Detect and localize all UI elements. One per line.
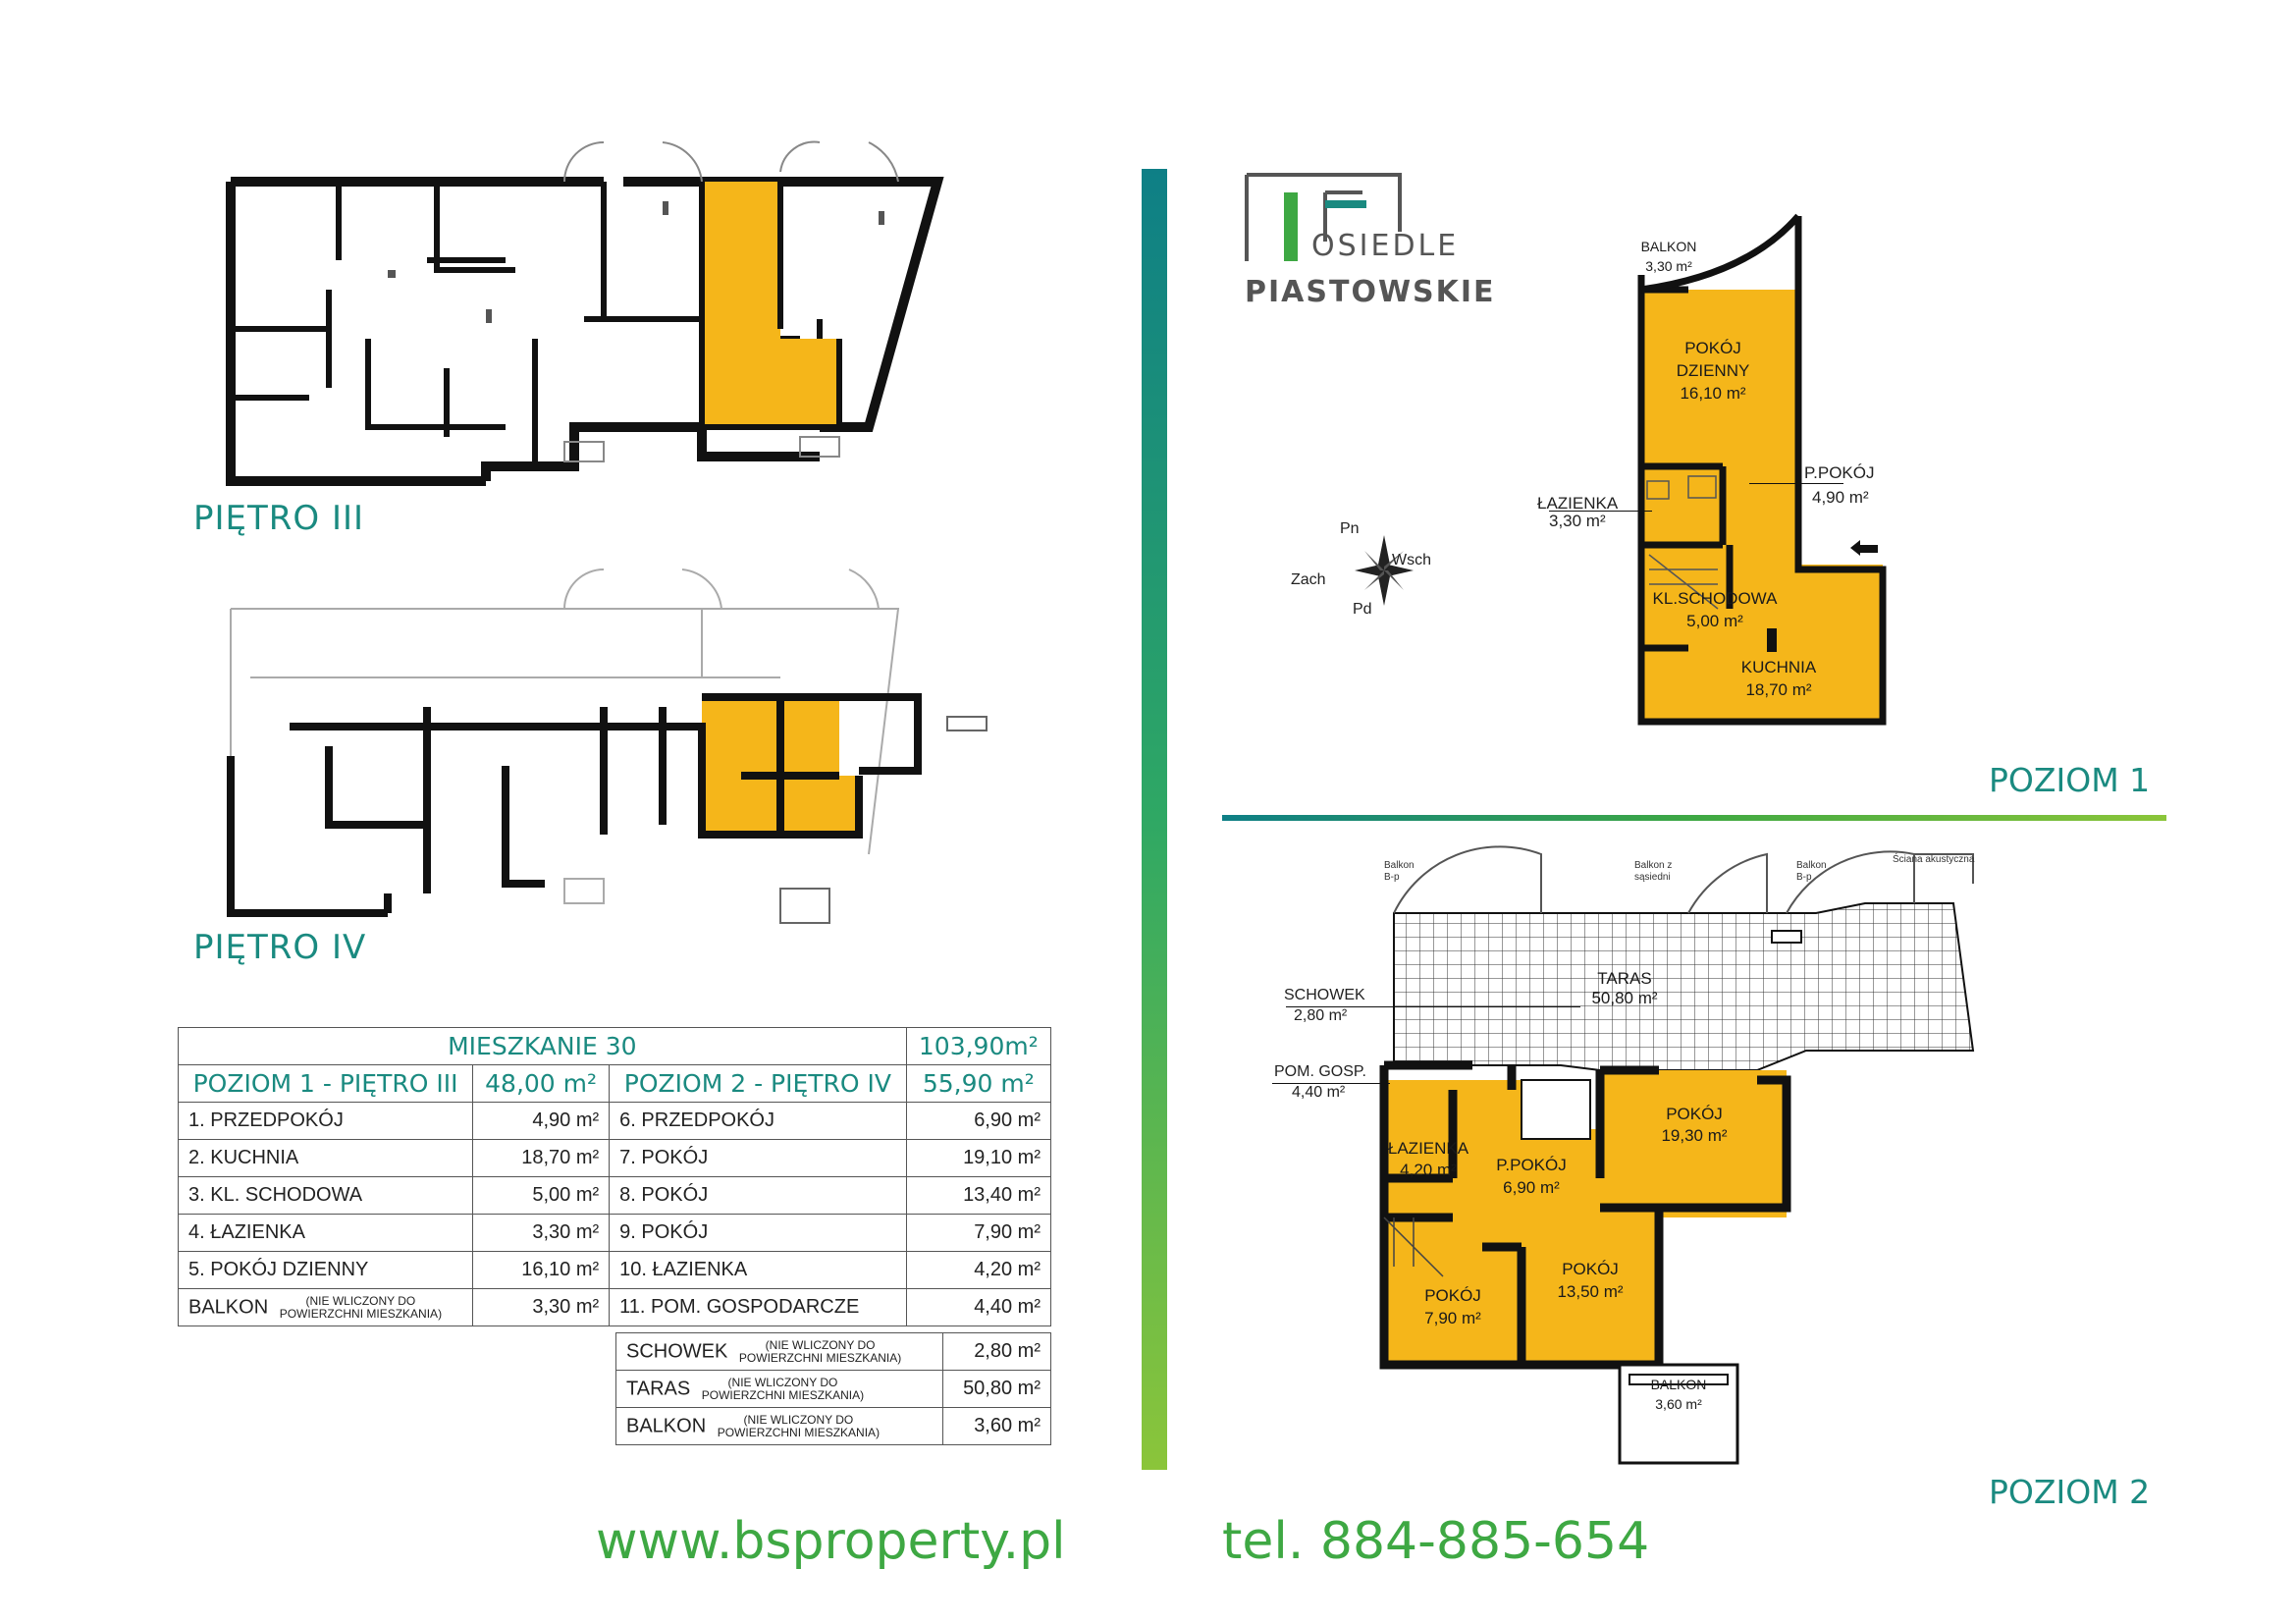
compass-west: Zach (1291, 571, 1326, 588)
l1-lazienka-name: ŁAZIENKA (1537, 494, 1619, 513)
l2-ppokoj-area: 6,90 m² (1503, 1178, 1560, 1197)
l2-taras-area: 50,80 m² (1591, 989, 1657, 1007)
logo-line1: OSIEDLE (1311, 229, 1460, 263)
l2-balkon-b: Balkon (1796, 860, 1827, 871)
spec-table: MIESZKANIE 30 103,90m² POZIOM 1 - PIĘTRO… (177, 1027, 1052, 1326)
level1-total: 48,00 m² (472, 1064, 611, 1103)
l1-ppokoj-name: P.POKÓJ (1804, 463, 1875, 482)
l2-balkon-area: 3,60 m² (1655, 1396, 1702, 1412)
l2-pom-area: 4,40 m² (1292, 1084, 1346, 1101)
compass-icon (1355, 535, 1414, 606)
l2-ppokoj-name: P.POKÓJ (1496, 1156, 1567, 1174)
l2-balkon-name: BALKON (1651, 1377, 1707, 1392)
l1-kl-area: 5,00 m² (1686, 612, 1743, 630)
level1-plan: BALKON 3,30 m² POKÓJ DZIENNY 16,10 m² KL… (1637, 157, 1887, 726)
l2-sciana: Ściana akustyczna (1893, 852, 1975, 865)
compass-east: Wsch (1392, 552, 1431, 568)
l2-pokoj3-area: 7,90 m² (1424, 1309, 1481, 1327)
l2-pokoj2-name: POKÓJ (1562, 1260, 1619, 1278)
l2-pom-name: POM. GOSP. (1274, 1063, 1366, 1080)
l1-lazienka-leader (1549, 511, 1652, 512)
l1-balkon-area: 3,30 m² (1645, 258, 1692, 274)
l2-lazienka-area: 4,20 m² (1400, 1161, 1457, 1179)
l2-balkon-b2: B-p (1796, 872, 1812, 883)
level1-header: POZIOM 1 - PIĘTRO III (177, 1064, 474, 1103)
table-row: 2. KUCHNIA 18,70 m² 7. POKÓJ 19,10 m² (177, 1139, 1052, 1177)
level2-total: 55,90 m² (905, 1064, 1052, 1103)
l1-kuchnia-name: KUCHNIA (1741, 658, 1817, 676)
table-row: 5. POKÓJ DZIENNY 16,10 m² 10. ŁAZIENKA 4… (177, 1251, 1052, 1289)
floor3-label: PIĘTRO III (193, 499, 365, 538)
floor4-label: PIĘTRO IV (193, 928, 367, 967)
l1-ppokoj-leader (1749, 483, 1843, 484)
table-title: MIESZKANIE 30 (178, 1027, 907, 1065)
floor4-plan (227, 568, 988, 924)
l1-pokoj-dzienny-name2: DZIENNY (1677, 361, 1750, 380)
l2-schowek-name: SCHOWEK (1284, 987, 1365, 1003)
l2-pokoj1-area: 19,30 m² (1661, 1126, 1727, 1145)
l1-pokoj-dzienny-area: 16,10 m² (1680, 384, 1745, 403)
l1-lazienka-area: 3,30 m² (1549, 512, 1606, 530)
vertical-divider (1142, 169, 1167, 1470)
floor3-plan (226, 140, 944, 486)
row-balkon-name: BALKON (188, 1295, 269, 1318)
l2-taras-name: TARAS (1597, 969, 1651, 988)
l1-ppokoj-area: 4,90 m² (1812, 488, 1869, 507)
l1-kuchnia-area: 18,70 m² (1745, 680, 1811, 699)
horizontal-divider (1222, 815, 2166, 821)
l1-balkon-name: BALKON (1641, 239, 1697, 254)
logo-mark-icon (1245, 173, 1402, 261)
level2-plan: TARAS 50,80 m² POKÓJ 19,30 m² ŁAZIENKA 4… (1379, 845, 1975, 1465)
table-row: 3. KL. SCHODOWA 5,00 m² 8. POKÓJ 13,40 m… (177, 1176, 1052, 1215)
l2-schowek-area: 2,80 m² (1294, 1007, 1348, 1024)
table-row: 4. ŁAZIENKA 3,30 m² 9. POKÓJ 7,90 m² (177, 1214, 1052, 1252)
l2-balkon-a: Balkon (1384, 860, 1415, 871)
l1-pokoj-dzienny-name1: POKÓJ (1684, 339, 1741, 357)
l2-balkon-mid2: sąsiedni (1634, 872, 1671, 883)
l2-pom-leader (1272, 1083, 1390, 1084)
compass-south: Pd (1353, 601, 1372, 618)
l2-schowek-leader (1286, 1006, 1580, 1007)
l2-balkon-mid1: Balkon z (1634, 860, 1672, 871)
level1-label: POZIOM 1 (1989, 761, 2151, 799)
level2-header: POZIOM 2 - PIĘTRO IV (609, 1064, 907, 1103)
table-total: 103,90m² (905, 1027, 1052, 1065)
l2-pokoj3-name: POKÓJ (1424, 1286, 1481, 1305)
footer-phone: tel. 884-885-654 (1222, 1512, 1650, 1571)
table-row: 1. PRZEDPOKÓJ 4,90 m² 6. PRZEDPOKÓJ 6,90… (177, 1102, 1052, 1140)
l2-balkon-a2: B-p (1384, 872, 1400, 883)
l2-lazienka-name: ŁAZIENKA (1388, 1139, 1469, 1158)
compass-north: Pn (1340, 520, 1360, 537)
logo-line2: PIASTOWSKIE (1245, 275, 1496, 309)
l1-kl-name: KL.SCHODOWA (1653, 589, 1779, 608)
l2-pokoj2-area: 13,50 m² (1557, 1282, 1623, 1301)
l2-pokoj1-name: POKÓJ (1666, 1105, 1723, 1123)
footer-website-link[interactable]: www.bsproperty.pl (596, 1512, 1066, 1571)
level2-label: POZIOM 2 (1989, 1473, 2151, 1511)
